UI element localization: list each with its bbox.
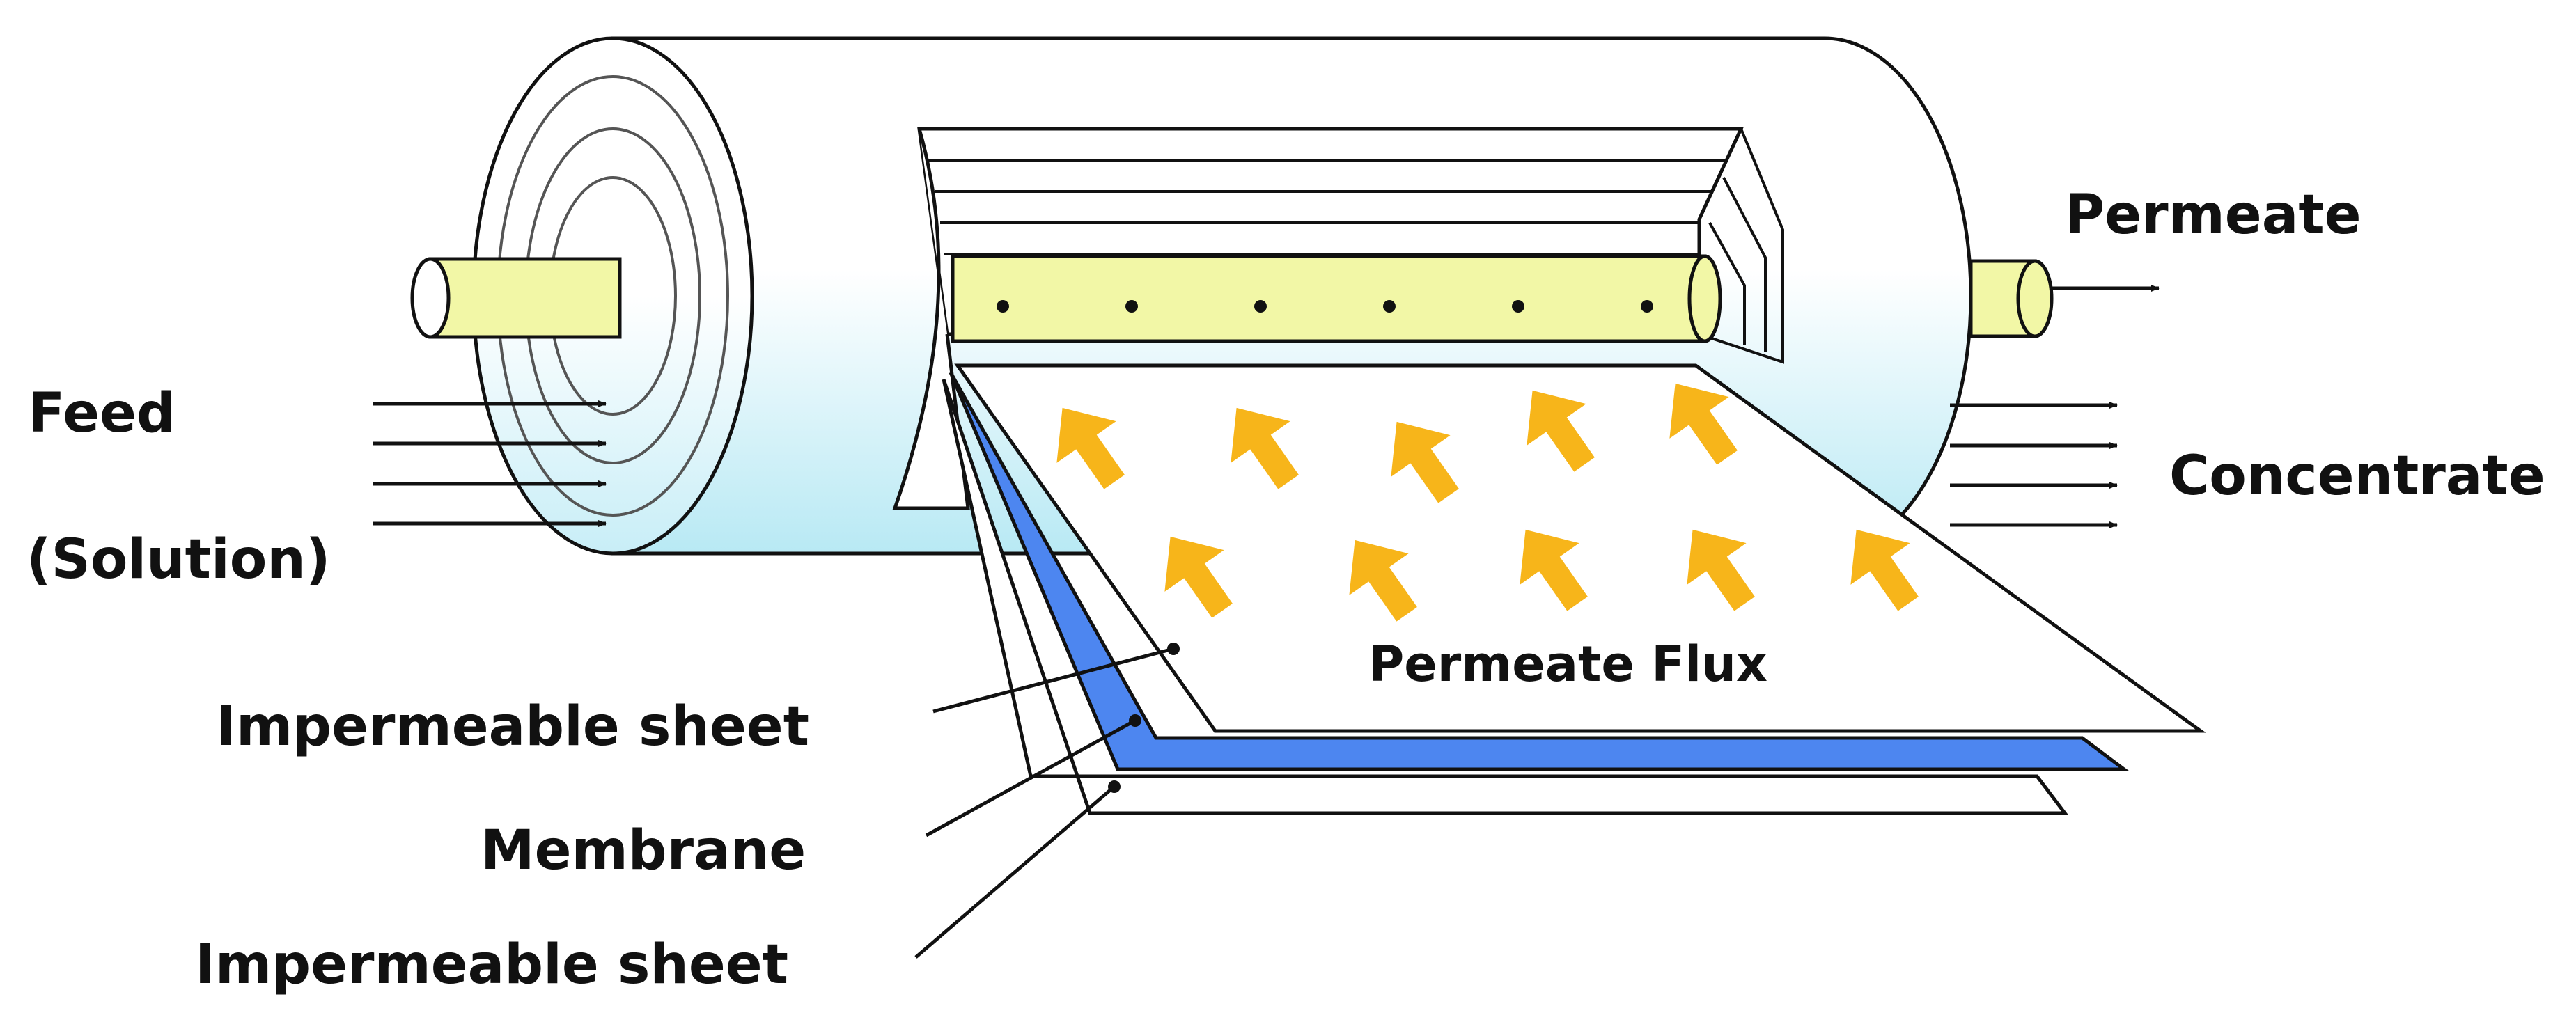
impermeable-sheet-bottom-label: Impermeable sheet bbox=[195, 934, 788, 996]
impermeable-sheet-bottom bbox=[942, 379, 2069, 815]
flux-arrows bbox=[1056, 383, 1919, 622]
leader-membrane bbox=[925, 718, 1137, 837]
concentrate-label: Concentrate bbox=[2169, 445, 2545, 508]
impermeable-sheet-top-label: Impermeable sheet bbox=[216, 695, 809, 758]
permeate-flux-label: Permeate Flux bbox=[1368, 636, 1767, 693]
tube-perforation bbox=[1125, 300, 1138, 313]
permeate-tube-left bbox=[410, 257, 622, 339]
flux-arrow-icon bbox=[1231, 407, 1299, 489]
permeate-label: Permeate bbox=[2065, 184, 2362, 246]
flux-arrow-icon bbox=[1056, 407, 1125, 489]
leader-impermeable-sheet-top bbox=[932, 647, 1174, 714]
tube-perforation bbox=[997, 300, 1009, 313]
permeate-tube-right bbox=[1969, 259, 2054, 338]
flux-arrow-icon bbox=[1391, 421, 1459, 503]
flux-arrow-icon bbox=[1669, 383, 1738, 465]
flux-arrow-icon bbox=[1687, 529, 1755, 611]
leader-dot bbox=[1167, 643, 1180, 655]
leader-impermeable-sheet-bottom bbox=[914, 785, 1116, 959]
flux-arrow-icon bbox=[1520, 529, 1588, 611]
feed-arrows bbox=[373, 400, 607, 527]
concentrate-arrows bbox=[1950, 402, 2118, 528]
tube-perforation bbox=[1383, 300, 1396, 313]
leader-dot bbox=[1108, 780, 1121, 793]
tube-perforation bbox=[1512, 300, 1524, 313]
solution-label: (Solution) bbox=[26, 528, 330, 591]
flux-arrow-icon bbox=[1527, 390, 1595, 472]
permeate-tube-center bbox=[951, 254, 1722, 343]
membrane-label: Membrane bbox=[481, 819, 806, 882]
tube-perforation bbox=[1641, 300, 1653, 313]
flux-arrow-icon bbox=[1349, 540, 1417, 622]
leader-dot bbox=[1129, 714, 1141, 727]
feed-label: Feed bbox=[28, 382, 175, 445]
flux-arrow-icon bbox=[1164, 536, 1233, 618]
membrane-sheet bbox=[949, 371, 2130, 771]
tube-perforation bbox=[1254, 300, 1267, 313]
flux-arrow-icon bbox=[1850, 529, 1919, 611]
leader-lines bbox=[914, 643, 1180, 959]
